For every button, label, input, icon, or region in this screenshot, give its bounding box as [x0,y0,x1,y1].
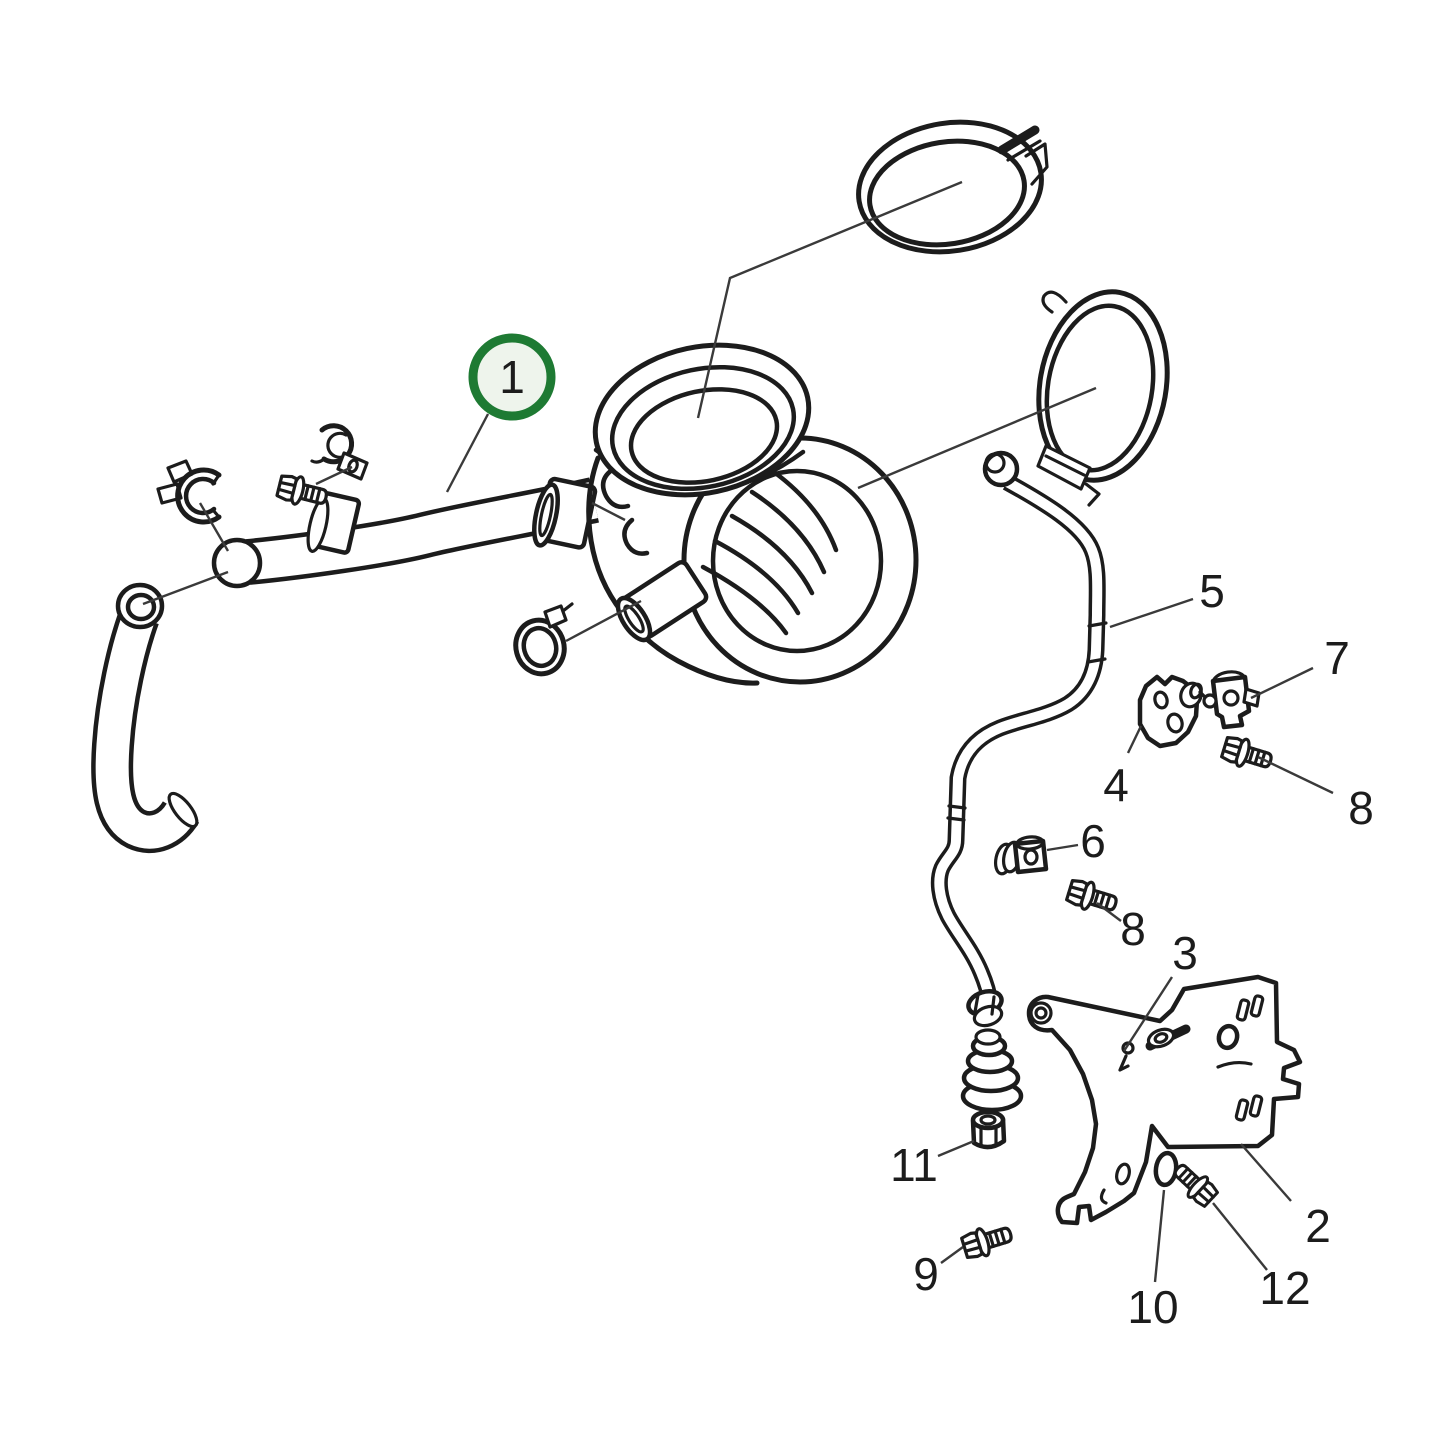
spring-clamp-drawing [156,459,222,525]
callout-label-7-1[interactable]: 7 [1324,632,1350,684]
callout-label-4-2[interactable]: 4 [1103,759,1129,811]
leader-line-8-3 [1257,755,1334,795]
callout-label-3-6[interactable]: 3 [1172,927,1198,979]
assembly-leader-lines [142,180,1097,643]
highlighted-callout-1[interactable]: 1 [445,333,556,493]
flange-bolt-8a-drawing [1218,732,1277,777]
fitting-6-drawing [993,835,1049,876]
intake-elbow-drawing [586,342,919,686]
leader-line-3-6 [1122,976,1174,1052]
bracket-drawing [1026,974,1303,1226]
leader-line-7-1 [1250,666,1314,700]
hose-drawing [211,476,599,589]
callout-label-11-7[interactable]: 11 [890,1139,938,1191]
lower-hose-drawing [91,582,200,854]
callout-label-8-5[interactable]: 8 [1120,903,1146,955]
callout-label-6-4[interactable]: 6 [1080,815,1106,867]
leader-line-4-2 [1126,725,1143,754]
leader-line-6-4 [1046,843,1079,852]
pipe-clip-drawing [310,423,369,481]
pipe-drawing [930,450,1108,1028]
callout-label-5-0[interactable]: 5 [1199,565,1225,617]
leader-line-9-9 [940,1246,964,1264]
diagram-line-art [91,119,1303,1263]
grommet-drawing [960,1028,1024,1113]
highlight-label: 1 [499,351,525,403]
leader-line-2-8 [1240,1143,1292,1202]
callout-label-10-10[interactable]: 10 [1127,1281,1178,1333]
leader-line-12-11 [1212,1202,1268,1271]
clamp-ring-drawing [1036,289,1170,507]
leader-line-5-0 [1109,597,1194,629]
spigot-clamp-drawing [513,602,574,677]
leader-line-10-10 [1153,1189,1166,1283]
nut-drawing [970,1109,1007,1150]
small-bracket-drawing [1137,674,1203,749]
highlight-leader-line [445,413,490,493]
callout-label-12-11[interactable]: 12 [1259,1262,1310,1314]
callout-label-2-8[interactable]: 2 [1305,1200,1331,1252]
fitting-7-drawing [1198,670,1261,730]
callout-label-8-3[interactable]: 8 [1348,782,1374,834]
flange-bolt-8b-drawing [1063,875,1122,920]
callout-label-9-9[interactable]: 9 [913,1248,939,1300]
flange-bolt-9-drawing [958,1218,1017,1263]
hose-clamp-drawing [856,119,1049,255]
leader-line-8-5 [1096,902,1122,922]
highlight-circle[interactable] [468,333,556,421]
leader-line-11-7 [937,1139,975,1158]
callout-leader-lines [937,597,1334,1283]
spacer-oval-drawing [1153,1150,1179,1188]
